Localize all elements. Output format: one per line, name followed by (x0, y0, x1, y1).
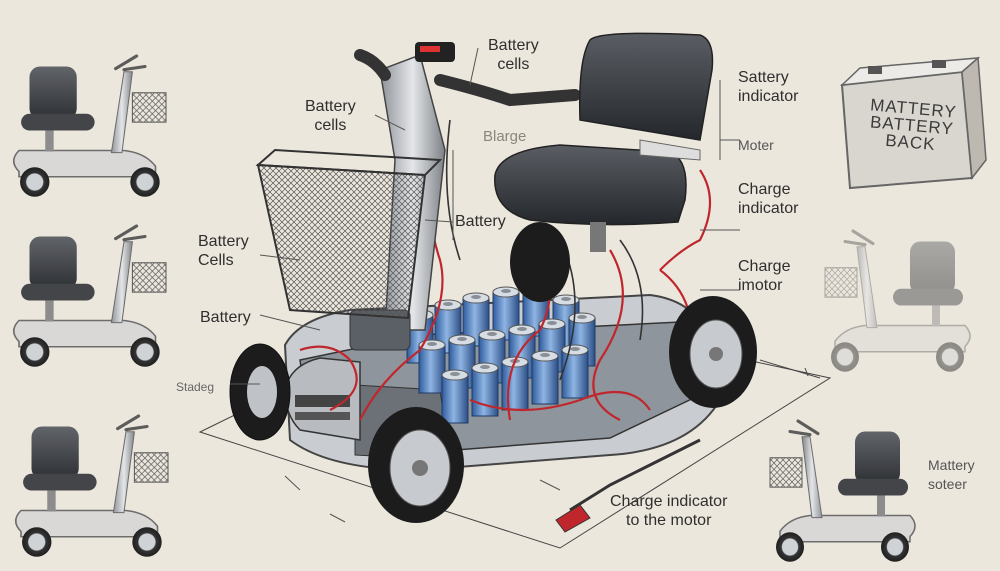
mini-scooter-bottom-left (14, 414, 170, 559)
rear-left-wheel (510, 222, 570, 302)
battery-cells (406, 282, 596, 424)
battery-cell (441, 369, 469, 424)
label-moter: Moter (738, 137, 774, 153)
battery-cell (501, 356, 529, 411)
front-basket (255, 148, 443, 320)
front-left-wheel (229, 343, 291, 441)
battery-pack-box-label: MATTERY BATTERY BACK (869, 95, 958, 155)
label-blarge: Blarge (483, 128, 527, 145)
battery-cell (531, 350, 559, 405)
charger-plug (555, 438, 701, 533)
label-battery-left: Battery (200, 309, 251, 326)
battery-cell (561, 344, 589, 399)
label-stadeg: Stadeg (176, 380, 215, 394)
battery-cell (418, 339, 446, 394)
rear-right-wheel (669, 296, 757, 408)
leader-lines (230, 47, 740, 385)
mini-scooter-mid-left (12, 224, 168, 369)
label-battery-center: Battery (455, 213, 506, 230)
seat (494, 32, 714, 252)
front-right-wheel (368, 407, 464, 523)
battery-pack-box (839, 56, 987, 190)
mini-scooter-mid-right (823, 229, 972, 374)
mini-scooter-top-left (12, 54, 168, 199)
mini-scooter-bottom-right (768, 419, 917, 564)
